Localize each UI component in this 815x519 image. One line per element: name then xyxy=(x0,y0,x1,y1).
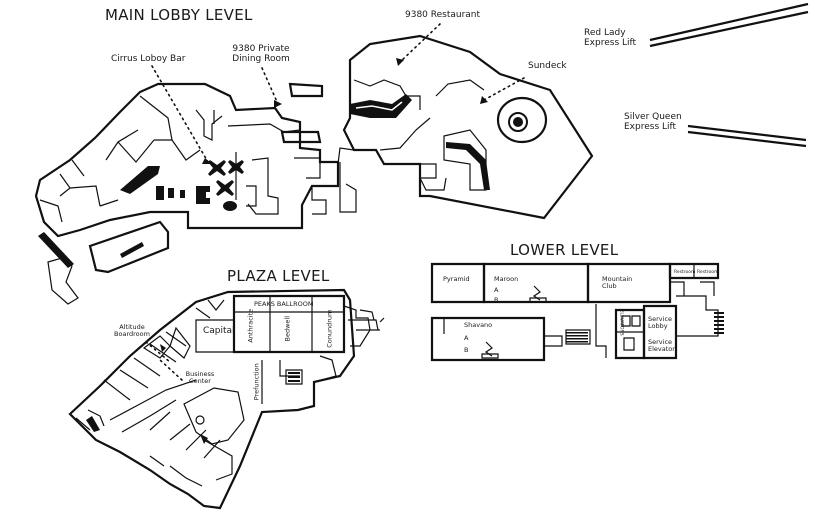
elevators-label: ELEVATORS xyxy=(618,309,624,336)
mountain-club-label: Mountain Club xyxy=(602,275,633,291)
silver-queen-line1: Silver Queen xyxy=(624,112,682,122)
sundeck-label: Sundeck xyxy=(528,61,567,71)
pyramid-label: Pyramid xyxy=(443,275,470,283)
conundrum-label: Conundrum xyxy=(325,309,334,348)
shavano-b-label: B xyxy=(464,346,469,354)
anthracite-label: Anthracite xyxy=(246,308,255,343)
red-lady-lift-label: Red Lady Express Lift xyxy=(584,28,636,49)
altitude-line2: Boardroom xyxy=(114,330,150,339)
red-lady-line2: Express Lift xyxy=(584,38,637,49)
shavano-label: Shavano xyxy=(464,321,493,329)
business-center-label: Business Center xyxy=(180,370,220,386)
silver-queen-lift-label: Silver Queen Express Lift xyxy=(624,112,682,133)
altitude-boardroom-label: Altitude Boardroom xyxy=(112,323,152,339)
business-line2: Center xyxy=(189,377,211,386)
main-lobby-floor-plan xyxy=(34,2,809,305)
shavano-a-label: A xyxy=(464,334,469,342)
maroon-label: Maroon xyxy=(494,275,519,283)
plaza-floor-plan xyxy=(68,288,385,510)
cirrus-bar-label: Cirrus Loboy Bar xyxy=(111,54,186,64)
mountain-line2: Club xyxy=(602,282,617,291)
restaurant-label: 9380 Restaurant xyxy=(405,10,481,20)
mountain-line1: Mountain xyxy=(602,275,633,283)
maroon-a-label: A xyxy=(494,286,499,294)
plaza-level-title: PLAZA LEVEL xyxy=(227,267,330,285)
silver-queen-line2: Express Lift xyxy=(624,122,677,133)
capital-label: Capital xyxy=(203,326,235,336)
prefunction-label: Prefunction xyxy=(252,363,261,401)
service-elevator-line1: Service xyxy=(648,338,673,346)
maroon-b-label: B xyxy=(494,296,499,304)
peaks-ballroom-label: PEAKS BALLROOM xyxy=(254,300,314,308)
service-lobby-line1: Service xyxy=(648,315,673,323)
private-dining-label: 9380 Private Dining Room xyxy=(228,44,294,65)
private-dining-line2: Dining Room xyxy=(232,54,290,65)
private-dining-line1: 9380 Private xyxy=(232,44,290,54)
bedwell-label: Bedwell xyxy=(283,315,292,342)
main-lobby-level-title: MAIN LOBBY LEVEL xyxy=(105,6,253,24)
lower-level-title: LOWER LEVEL xyxy=(510,241,619,259)
red-lady-line1: Red Lady xyxy=(584,28,626,38)
service-elevator-label: Service Elevator xyxy=(648,338,675,354)
service-lobby-line2: Lobby xyxy=(648,322,668,331)
altitude-line1: Altitude xyxy=(119,323,145,331)
restroom-label-2: Restroom xyxy=(697,270,719,275)
service-lobby-label: Service Lobby xyxy=(648,315,673,331)
restroom-label-1: Restroom xyxy=(674,270,696,275)
service-elevator-line2: Elevator xyxy=(648,345,675,354)
lower-floor-plan xyxy=(430,262,724,362)
business-line1: Business xyxy=(185,370,215,378)
